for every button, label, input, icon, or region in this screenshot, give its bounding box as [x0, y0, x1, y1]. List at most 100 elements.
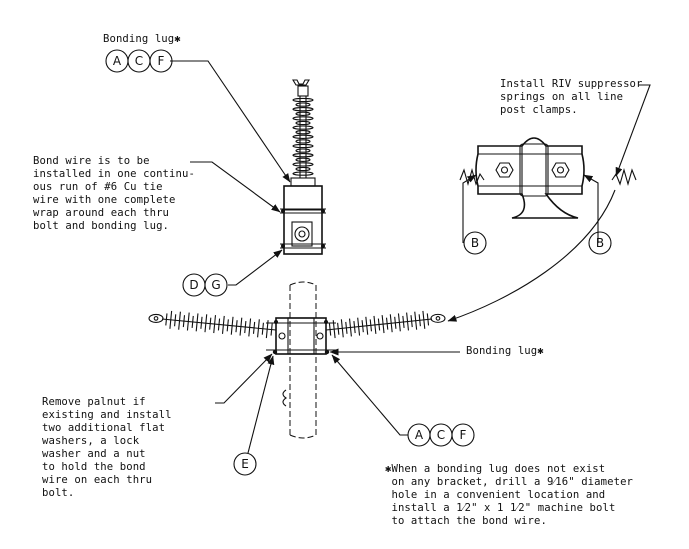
insulator-shed [385, 317, 389, 330]
insulator-shed [217, 318, 221, 331]
insulator-shed [328, 323, 332, 336]
insulator-shed [292, 171, 314, 176]
callout-e: E [233, 452, 257, 476]
insulator-shed [244, 321, 247, 334]
insulator-shed [414, 311, 418, 330]
insulator-shed [213, 315, 217, 334]
insulator-shed [357, 317, 361, 336]
insulator-shed [295, 102, 311, 107]
insulator-shed [295, 157, 311, 162]
insulator-shed [426, 313, 430, 326]
note-remove-palnut: Remove palnut if existing and install tw… [42, 396, 172, 499]
insulator-shed [235, 320, 238, 333]
insulator-shed [348, 318, 352, 337]
callout-letter: B [596, 236, 604, 250]
insulator-shed [422, 310, 426, 329]
insulator-shed [252, 321, 256, 334]
note-bond-wire: Bond wire is to be installed in one cont… [33, 155, 195, 232]
insulator-shed [361, 320, 364, 333]
insulator-shed [178, 311, 181, 330]
insulator-shed [295, 111, 311, 116]
insulator-shed [295, 166, 311, 172]
clamp-bolt [435, 316, 441, 321]
wood-pole [282, 281, 317, 439]
insulator-shed [381, 315, 385, 334]
conductor-clamp [430, 313, 446, 323]
insulator-shed [418, 314, 421, 327]
note-footnote-bonding-lug: ✱When a bonding lug does not exist on an… [385, 463, 634, 527]
insulator-shed [200, 316, 203, 329]
note-bonding-lug-mid: Bonding lug✱ [466, 345, 544, 357]
callout-b-right: B [588, 231, 612, 255]
insulator-shed [257, 319, 260, 338]
insulator-shed [292, 116, 314, 121]
insulator-shed [295, 130, 311, 135]
pole-top-bracket [280, 185, 326, 255]
insulator-shed [169, 310, 173, 329]
insulator-shed [292, 153, 314, 158]
insulator-shed [292, 107, 314, 112]
callout-letter: C [437, 428, 445, 442]
insulator-shed [226, 319, 229, 332]
insulator-shed [191, 315, 194, 328]
callout-acf-bottom: A C F [407, 423, 475, 447]
insulator-shed [345, 321, 348, 334]
callout-letter: A [415, 428, 424, 442]
callout-letter: B [471, 236, 479, 250]
insulator-shed [295, 139, 311, 144]
note-bonding-lug-top: Bonding lug✱ [103, 33, 181, 45]
insulator-shed [195, 313, 199, 332]
insulator-shed [174, 314, 177, 327]
insulator-shed [394, 316, 397, 329]
insulator-shed [353, 321, 356, 334]
insulator-shed [292, 162, 314, 167]
insulator-shed [292, 143, 314, 149]
insulator-shed [292, 134, 314, 139]
insulator-shed [295, 120, 311, 126]
insulator-shed [332, 320, 336, 339]
leader-lines [170, 60, 651, 454]
insulator-shed [365, 316, 369, 335]
insulator-shed [204, 314, 208, 333]
callout-b-left: B [463, 231, 487, 255]
callout-letter: C [135, 54, 143, 68]
insulator-shed [397, 313, 401, 332]
insulator-shed [373, 315, 377, 334]
insulator-shed [410, 315, 413, 328]
insulator-shed [221, 315, 225, 334]
insulator-shed [406, 312, 410, 331]
left-horizontal-post-insulator [148, 310, 277, 339]
insulator-shed [337, 322, 340, 335]
insulator-shed [186, 312, 190, 331]
insulator-shed [340, 319, 344, 338]
clamp-bolt [153, 316, 159, 321]
insulator-shed [377, 318, 381, 331]
vertical-post-insulator [290, 79, 316, 187]
callout-letter: E [241, 457, 249, 471]
callout-letter: F [158, 54, 165, 68]
insulator-shed [209, 317, 212, 330]
insulator-shed [402, 315, 405, 328]
insulator-shed [292, 97, 314, 103]
callout-letter: G [211, 278, 220, 292]
insulator-shed [239, 317, 243, 336]
insulator-shed [165, 313, 168, 326]
lower-bracket [266, 317, 336, 355]
insulator-shed [295, 148, 311, 153]
callout-letter: F [460, 428, 467, 442]
insulator-shed [261, 322, 264, 335]
insulator-shed [389, 314, 393, 333]
right-horizontal-post-insulator [325, 310, 446, 339]
insulator-shed [265, 320, 269, 339]
insulator-shed [248, 318, 252, 337]
conductor-clamp [148, 313, 164, 323]
callout-dg: D G [182, 273, 228, 297]
note-riv-suppressor-springs: Install RIV suppressor springs on all li… [500, 78, 643, 116]
insulator-shed [270, 323, 273, 336]
callout-acf-top: A C F [105, 49, 173, 73]
callout-letter: A [113, 54, 122, 68]
line-post-clamp-detail [459, 137, 637, 219]
insulator-shed [292, 125, 314, 130]
